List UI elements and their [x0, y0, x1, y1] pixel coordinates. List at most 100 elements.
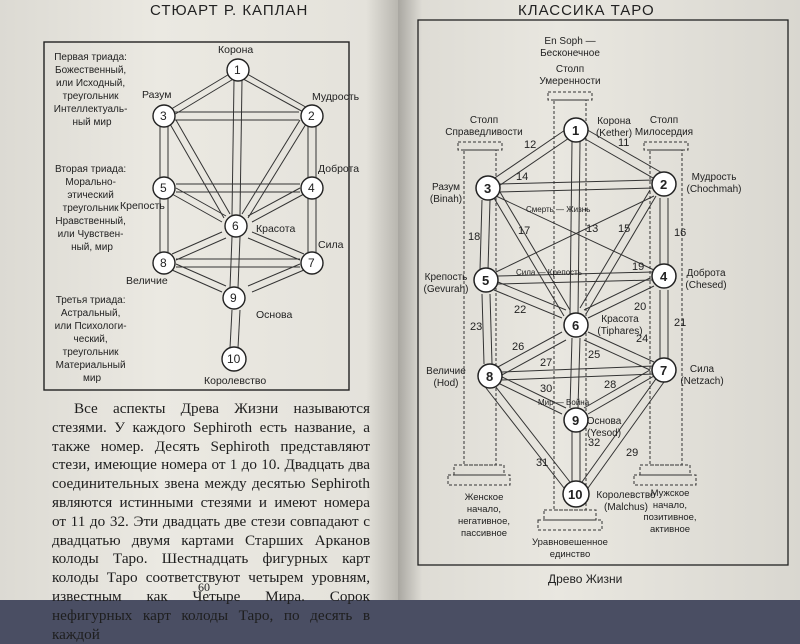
svg-text:Сила — Крепость: Сила — Крепость — [516, 268, 582, 277]
svg-text:28: 28 — [604, 379, 616, 391]
svg-text:20: 20 — [634, 301, 646, 313]
svg-text:8: 8 — [486, 369, 493, 384]
svg-text:4: 4 — [308, 181, 315, 195]
paths-right — [479, 127, 669, 489]
node-2 — [300, 104, 324, 128]
diagram-frame — [43, 41, 350, 391]
node-r1 — [563, 117, 589, 143]
pillars — [447, 91, 697, 531]
node-r8 — [477, 363, 503, 389]
svg-text:7: 7 — [660, 363, 667, 378]
node-10 — [221, 346, 247, 372]
tree-diagram-left: 1 3 2 5 4 6 8 7 9 10 Первая триада: Боже… — [43, 41, 360, 391]
label-korolevstvo-r: Королевство(Malchus) — [596, 490, 656, 513]
svg-text:1: 1 — [234, 63, 241, 77]
svg-text:14: 14 — [516, 171, 528, 183]
label-razum-r: Разум(Binah) — [430, 182, 462, 205]
label-krasota-r: Красота(Tiphares) — [597, 314, 642, 337]
label-mudrost-r: Мудрость(Chochmah) — [686, 172, 741, 195]
label-velichie: Величие — [126, 275, 168, 287]
svg-text:22: 22 — [514, 304, 526, 316]
page-number: 60 — [198, 580, 210, 594]
triad3-label: Третья триада: Астральный, или Психологи… — [55, 295, 130, 384]
svg-text:Мир — Война: Мир — Война — [538, 398, 590, 407]
label-korolevstvo: Королевство — [204, 375, 266, 387]
svg-text:4: 4 — [660, 269, 668, 284]
svg-text:2: 2 — [660, 177, 667, 192]
label-razum: Разум — [142, 89, 171, 101]
svg-text:10: 10 — [227, 352, 241, 366]
svg-text:23: 23 — [470, 321, 482, 333]
label-korona: Корона — [218, 44, 253, 56]
label-ensoph: En Soph —Бесконечное — [540, 36, 600, 59]
label-sila: Сила — [318, 239, 344, 251]
right-page: КЛАССИКА ТАРО — [398, 0, 800, 600]
sephiroth-nodes-right: 1 3 2 5 4 6 8 7 9 10 — [473, 117, 677, 508]
node-r6 — [563, 312, 589, 338]
svg-text:7: 7 — [308, 256, 315, 270]
label-dobrota-r: Доброта(Chesed) — [685, 267, 726, 291]
node-3 — [152, 104, 176, 128]
svg-text:11: 11 — [618, 137, 629, 149]
diagram-frame-right — [417, 19, 789, 566]
svg-text:6: 6 — [572, 318, 579, 333]
label-krasota: Красота — [256, 223, 295, 235]
svg-text:9: 9 — [230, 291, 237, 305]
svg-text:6: 6 — [232, 219, 239, 233]
svg-text:19: 19 — [632, 261, 644, 273]
svg-text:Смерть — Жизнь: Смерть — Жизнь — [526, 205, 590, 214]
svg-text:9: 9 — [572, 413, 579, 428]
svg-text:32: 32 — [588, 437, 600, 449]
svg-text:2: 2 — [308, 109, 315, 123]
node-7 — [300, 251, 324, 275]
svg-text:24: 24 — [636, 333, 648, 345]
svg-text:18: 18 — [468, 231, 480, 243]
figure-caption: Древо Жизни — [548, 572, 623, 586]
node-4 — [300, 176, 324, 200]
node-r9 — [563, 407, 589, 433]
node-9 — [222, 286, 246, 310]
svg-text:25: 25 — [588, 349, 600, 361]
svg-text:27: 27 — [540, 357, 552, 369]
svg-text:5: 5 — [482, 273, 489, 288]
left-page: СТЮАРТ Р. КАПЛАН — [0, 0, 398, 643]
svg-text:17: 17 — [518, 225, 530, 237]
path-annotations: Смерть — Жизнь Сила — Крепость Мир — Вой… — [516, 205, 590, 407]
svg-text:1: 1 — [572, 123, 579, 138]
label-dobrota: Доброта — [318, 163, 359, 175]
label-velichie-r: Величие(Hod) — [426, 366, 466, 389]
tree-diagram-right: 1 3 2 5 4 6 8 7 9 10 12 11 14 13 17 1 5 18 16… — [417, 19, 789, 566]
label-korona-r: Корона(Kether) — [596, 116, 632, 139]
sephiroth-nodes-left: 1 3 2 5 4 6 8 7 9 10 — [152, 58, 324, 372]
node-5 — [152, 176, 176, 200]
node-8 — [152, 251, 176, 275]
svg-text:10: 10 — [568, 487, 582, 502]
node-r5 — [473, 267, 499, 293]
running-header-left: СТЮАРТ Р. КАПЛАН — [150, 2, 309, 19]
label-krepost: Крепость — [120, 200, 165, 212]
svg-text:16: 16 — [674, 227, 686, 239]
svg-text:3: 3 — [484, 181, 491, 196]
svg-text:12: 12 — [524, 139, 536, 151]
svg-text:13: 13 — [586, 223, 598, 235]
running-header-right: КЛАССИКА ТАРО — [518, 2, 655, 19]
triad2-label: Вторая триада: Морально- этический треуг… — [55, 164, 129, 253]
svg-text:30: 30 — [540, 383, 552, 395]
svg-text:8: 8 — [160, 256, 167, 270]
svg-text:3: 3 — [160, 109, 167, 123]
node-1 — [226, 58, 250, 82]
node-r7 — [651, 357, 677, 383]
node-r3 — [475, 175, 501, 201]
node-6 — [224, 214, 248, 238]
body-text: Все аспекты Древа Жизни называются стезя… — [52, 400, 370, 644]
node-r10 — [562, 480, 590, 508]
label-krepost-r: Крепость(Gevurah) — [423, 272, 468, 295]
